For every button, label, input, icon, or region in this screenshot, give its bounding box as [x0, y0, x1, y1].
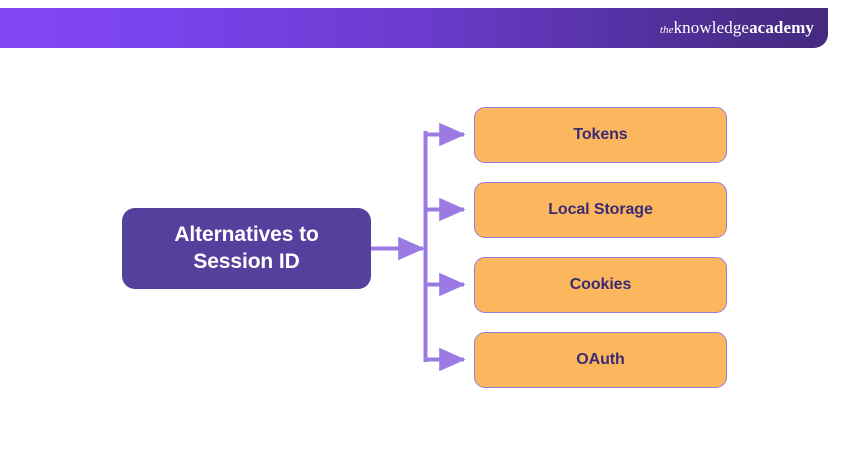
- root-node[interactable]: Alternatives to Session ID: [122, 208, 371, 289]
- brand-knowledge-text: knowledge: [673, 18, 750, 37]
- brand-the-text: the: [659, 24, 674, 36]
- brand-academy-text: academy: [749, 18, 814, 37]
- branch-node-label: Cookies: [569, 276, 632, 293]
- branch-node-label: Tokens: [573, 126, 628, 143]
- root-node-label: Alternatives to Session ID: [174, 223, 319, 273]
- branch-node-label: Local Storage: [548, 201, 653, 218]
- branch-node-cookies[interactable]: Cookies: [474, 257, 727, 313]
- branch-node-tokens[interactable]: Tokens: [474, 107, 727, 163]
- branch-node-local-storage[interactable]: Local Storage: [474, 182, 727, 238]
- branch-node-label: OAuth: [576, 351, 625, 368]
- branch-node-oauth[interactable]: OAuth: [474, 332, 727, 388]
